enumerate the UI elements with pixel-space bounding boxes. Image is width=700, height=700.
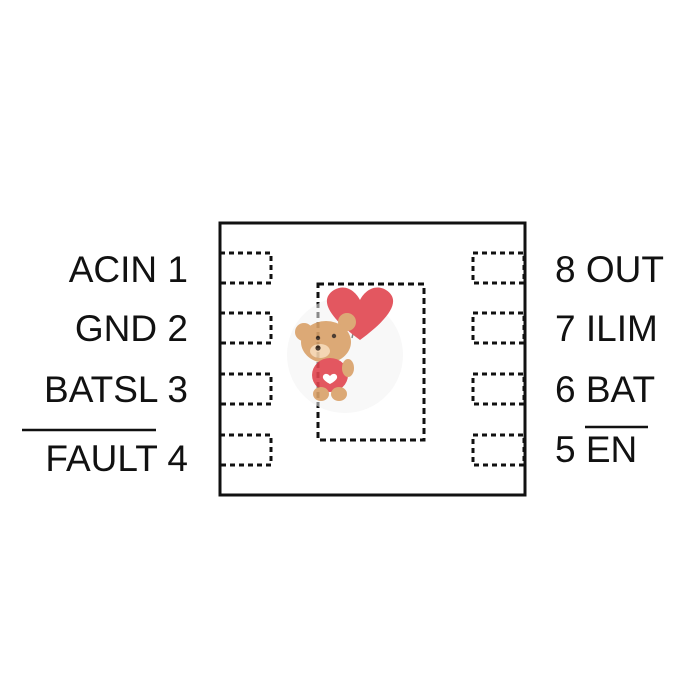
pin-3-number: 3 xyxy=(167,369,188,410)
pin-8-number: 8 xyxy=(555,249,576,290)
pin-6-name: BAT xyxy=(586,369,655,410)
pad-3 xyxy=(218,372,273,406)
pin-2-number: 2 xyxy=(167,308,188,349)
teddy-bear-watermark xyxy=(287,287,403,413)
package-body xyxy=(218,221,527,497)
pin-5-name: EN xyxy=(586,429,637,470)
pin-6-number: 6 xyxy=(555,369,576,410)
pad-6 xyxy=(471,372,526,406)
pin-3-label: BATSL 3 xyxy=(44,369,188,410)
pin-7-label: 7 ILIM xyxy=(555,308,658,349)
pin-7-number: 7 xyxy=(555,308,576,349)
pad-8 xyxy=(471,251,526,285)
left-pin-labels: ACIN 1 GND 2 BATSL 3 FAULT 4 xyxy=(22,249,188,479)
pad-2 xyxy=(218,311,273,345)
pin-4-name: FAULT xyxy=(45,438,157,479)
left-pads xyxy=(218,251,273,467)
pin-3-name: BATSL xyxy=(44,369,158,410)
pin-2-name: GND xyxy=(75,308,157,349)
pin-2-label: GND 2 xyxy=(75,308,188,349)
pad-4 xyxy=(218,433,273,467)
pad-5 xyxy=(471,433,526,467)
pin-8-label: 8 OUT xyxy=(555,249,664,290)
pin-5-label: 5 EN xyxy=(555,429,637,470)
right-pads xyxy=(471,251,526,467)
pin-5-number: 5 xyxy=(555,429,576,470)
pin-7-name: ILIM xyxy=(586,308,658,349)
pad-7 xyxy=(471,311,526,345)
pin-8-name: OUT xyxy=(586,249,664,290)
pin-1-label: ACIN 1 xyxy=(69,249,188,290)
pin-1-name: ACIN xyxy=(69,249,157,290)
pin-1-number: 1 xyxy=(167,249,188,290)
pin-4-label: FAULT 4 xyxy=(45,438,188,479)
right-pin-labels: 8 OUT 7 ILIM 6 BAT 5 EN xyxy=(555,249,664,470)
pin-6-label: 6 BAT xyxy=(555,369,655,410)
pad-1 xyxy=(218,251,273,285)
heart-balloon-icon xyxy=(326,287,394,340)
pin-4-number: 4 xyxy=(167,438,188,479)
